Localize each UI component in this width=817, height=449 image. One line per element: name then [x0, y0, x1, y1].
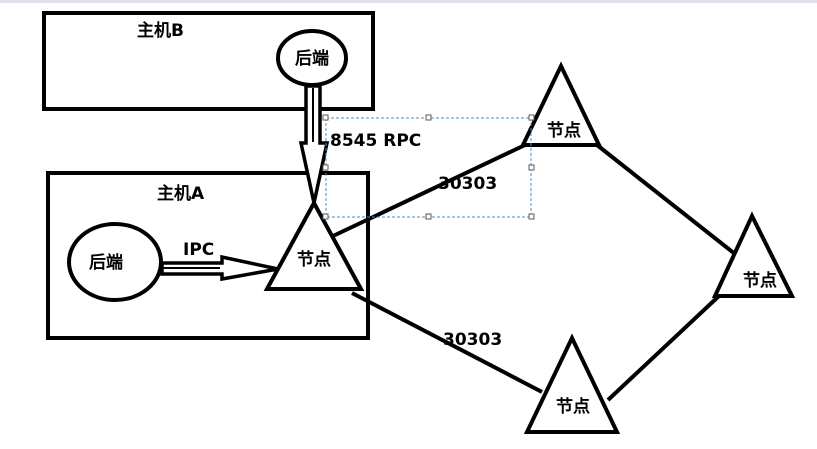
- resize-handle-sw[interactable]: [322, 213, 329, 220]
- node-top-triangle[interactable]: [519, 61, 603, 147]
- node-top[interactable]: 节点: [519, 61, 603, 147]
- node-bottom-label: 节点: [556, 396, 590, 417]
- node-right-triangle[interactable]: [711, 211, 796, 298]
- edge-main-to-bottom[interactable]: [351, 291, 543, 394]
- resize-handle-ne[interactable]: [528, 114, 535, 121]
- rpc-link-label: 8545 RPC: [330, 131, 421, 151]
- edge-main-to-top[interactable]: [332, 143, 526, 238]
- window-top-edge: [0, 0, 817, 3]
- backend-a-label: 后端: [89, 252, 123, 273]
- node-bottom[interactable]: 节点: [523, 333, 621, 434]
- resize-handle-w[interactable]: [322, 164, 329, 171]
- p2p-lower-link-label: 30303: [443, 330, 502, 350]
- resize-handle-s[interactable]: [425, 213, 432, 220]
- edge-top-to-right[interactable]: [595, 143, 737, 256]
- resize-handle-n[interactable]: [425, 114, 432, 121]
- p2p-upper-link-label: 30303: [438, 174, 497, 194]
- host-b-label: 主机B: [137, 20, 184, 41]
- node-main-triangle[interactable]: [263, 198, 365, 291]
- node-main-label: 节点: [297, 249, 331, 270]
- node-right-label: 节点: [743, 270, 777, 291]
- backend-b[interactable]: 后端: [276, 29, 348, 87]
- node-bottom-triangle[interactable]: [523, 333, 621, 434]
- host-a-label: 主机A: [157, 183, 205, 204]
- node-right[interactable]: 节点: [711, 211, 796, 298]
- edge-bottom-to-right[interactable]: [606, 293, 722, 402]
- ipc-link-label: IPC: [183, 240, 214, 260]
- selection-box[interactable]: [322, 114, 535, 220]
- backend-b-label: 后端: [295, 48, 329, 69]
- resize-handle-se[interactable]: [528, 213, 535, 220]
- resize-handle-e[interactable]: [528, 164, 535, 171]
- node-main[interactable]: 节点: [263, 198, 365, 291]
- node-top-label: 节点: [547, 120, 581, 141]
- rpc-arrow[interactable]: [298, 84, 330, 204]
- resize-handle-nw[interactable]: [322, 114, 329, 121]
- backend-a[interactable]: 后端: [67, 222, 163, 302]
